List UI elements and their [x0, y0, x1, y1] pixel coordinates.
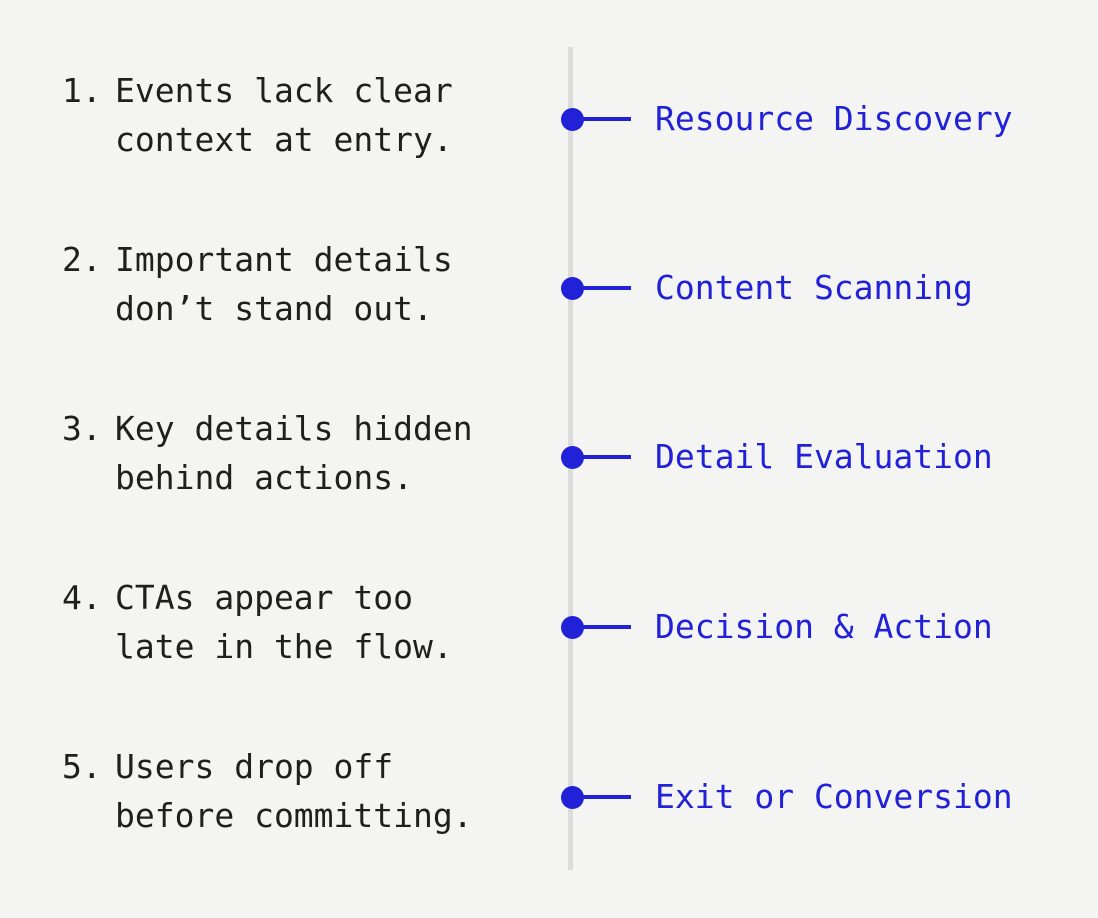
issue-text: Users drop off before committing. [115, 747, 473, 835]
stage-marker-dot-icon [561, 276, 584, 300]
stage-connector-line-icon [581, 795, 631, 799]
list-item: 5. Users drop off before committing. [62, 742, 542, 911]
issue-text: Key details hidden behind actions. [115, 409, 473, 497]
issue-text: CTAs appear too late in the flow. [115, 578, 453, 666]
stage-row: Content Scanning [556, 271, 973, 305]
issue-number: 1. [62, 71, 102, 110]
stage-row: Exit or Conversion [556, 780, 1013, 814]
stage-label: Exit or Conversion [655, 777, 1013, 816]
stage-marker-dot-icon [561, 107, 584, 131]
stage-marker-dot-icon [561, 615, 584, 639]
stage-connector-line-icon [581, 286, 631, 290]
stage-marker-dot-icon [561, 445, 584, 469]
stage-marker-dot-icon [561, 785, 584, 809]
list-item: 1. Events lack clear context at entry. [62, 66, 542, 235]
list-item: 3. Key details hidden behind actions. [62, 404, 542, 573]
stage-row: Decision & Action [556, 610, 993, 644]
stage-label: Detail Evaluation [655, 437, 993, 476]
stage-connector-line-icon [581, 455, 631, 459]
issue-text: Events lack clear context at entry. [115, 71, 453, 159]
stage-label: Content Scanning [655, 268, 973, 307]
issue-number: 3. [62, 409, 102, 448]
stage-label: Decision & Action [655, 607, 993, 646]
stage-row: Detail Evaluation [556, 440, 993, 474]
list-item: 2. Important details don’t stand out. [62, 235, 542, 404]
stage-label: Resource Discovery [655, 99, 1013, 138]
stage-connector-line-icon [581, 625, 631, 629]
issue-number: 4. [62, 578, 102, 617]
list-item: 4. CTAs appear too late in the flow. [62, 573, 542, 742]
issue-number: 2. [62, 240, 102, 279]
issue-number: 5. [62, 747, 102, 786]
issue-text: Important details don’t stand out. [115, 240, 453, 328]
stage-row: Resource Discovery [556, 102, 1013, 136]
issues-list: 1. Events lack clear context at entry. 2… [62, 66, 542, 911]
stage-connector-line-icon [581, 117, 631, 121]
